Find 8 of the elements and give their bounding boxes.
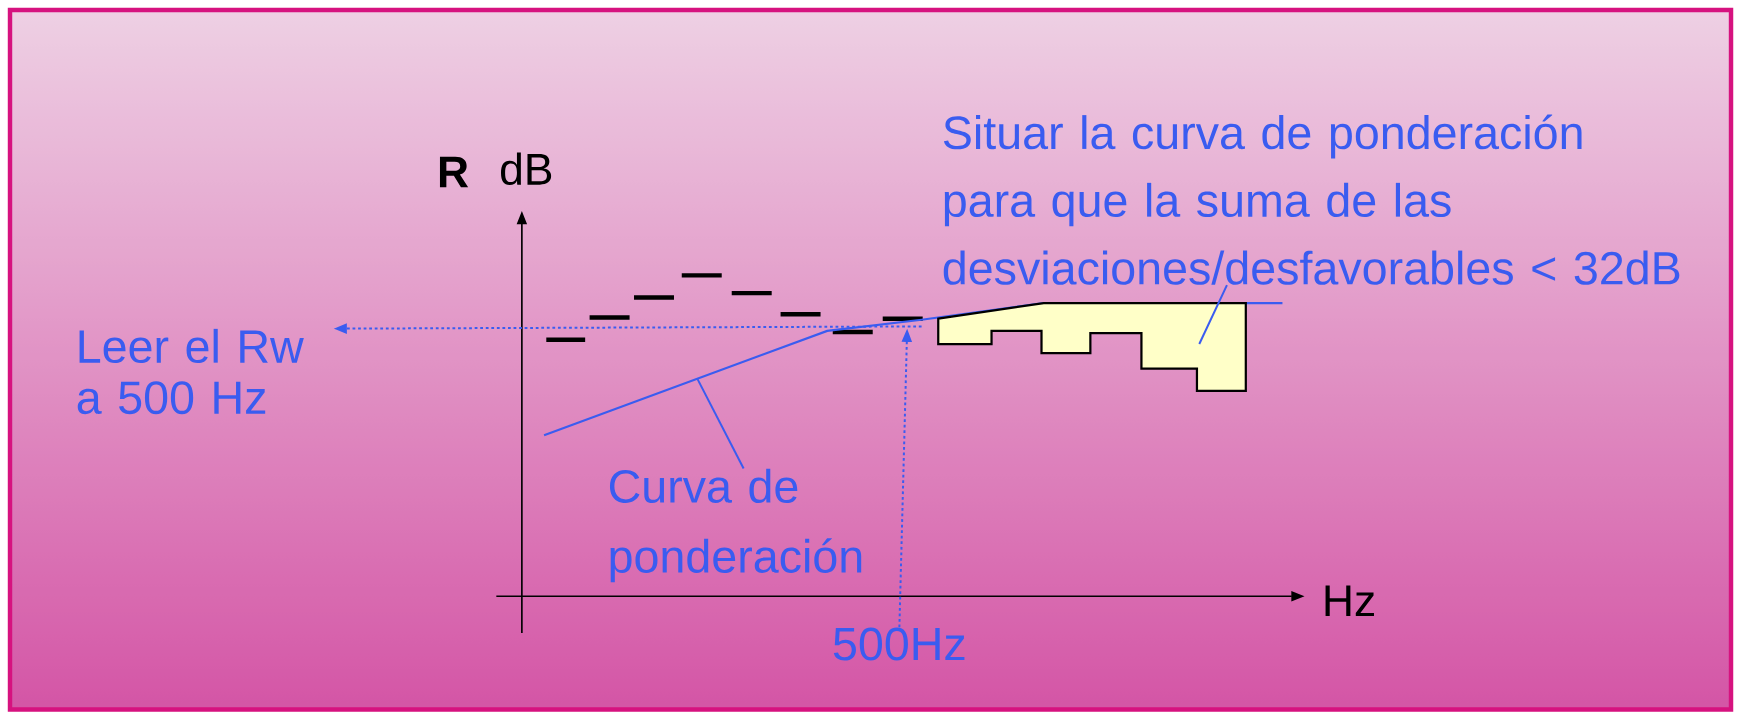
frequency-label: 500Hz — [833, 627, 965, 661]
annotation-text: Situar la curva de ponderación para que la suma de las desviaciones/desfavorables < 32dB — [943, 114, 1680, 285]
leader-line — [696, 377, 745, 470]
axis-label: dB — [501, 152, 552, 185]
curve-label: Curva de ponderación — [609, 468, 862, 583]
axis-label: Hz — [1325, 585, 1374, 616]
annotation-text: Leer el Rw a 500 Hz — [77, 328, 304, 415]
axis-label: R — [439, 156, 469, 188]
